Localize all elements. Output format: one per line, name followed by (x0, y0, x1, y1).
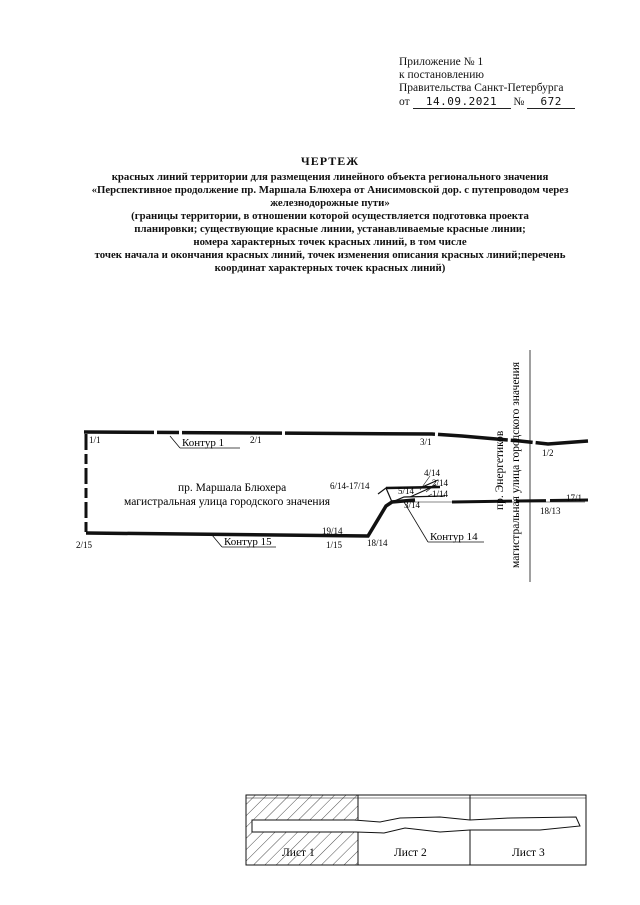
appendix-block: Приложение № 1 к постановлению Правитель… (399, 56, 599, 109)
point-label: 18/13 (540, 506, 561, 516)
title-line: планировки; существующие красные линии, … (134, 223, 526, 235)
sheet-3-label: Лист 3 (512, 847, 545, 859)
point-label: 3/1 (420, 437, 432, 447)
cross-street-description: магистральная улица городского значения (510, 361, 522, 568)
drawing-title-block: ЧЕРТЕЖ красных линий территории для разм… (40, 155, 620, 275)
resolution-number: 672 (527, 95, 576, 109)
title-line: красных линий территории для размещения … (111, 171, 549, 183)
contour-1-line (83, 430, 589, 446)
sheet-1-label: Лист 1 (282, 847, 315, 859)
point-4-14-leader (419, 475, 431, 491)
contour-15-label: Контур 15 (224, 536, 272, 548)
appendix-title: Приложение № 1 (399, 56, 484, 68)
point-label: 5/14 (398, 486, 415, 496)
point-label: 18/14 (367, 538, 388, 548)
point-label: 1/15 (326, 540, 343, 550)
drawing-heading: ЧЕРТЕЖ (300, 154, 360, 168)
number-label: № (513, 96, 525, 108)
title-line: (границы территории, в отношении которой… (131, 210, 529, 222)
cross-street-name: пр. Энергетиков (494, 430, 506, 510)
contour-14-label: Контур 14 (430, 531, 478, 543)
point-1-14-leader (427, 493, 433, 497)
contour-15-line (85, 498, 416, 538)
point-2-14-leader (425, 483, 437, 493)
title-line: координат характерных точек красных лини… (214, 262, 446, 274)
sheet-2-label: Лист 2 (394, 847, 427, 859)
point-label: 3/14 (404, 500, 421, 510)
point-label: 4/14 (424, 468, 441, 478)
contour-17-line (451, 498, 589, 504)
sheet-key-frame (245, 794, 587, 866)
appendix-to-resolution: к постановлению (399, 69, 484, 81)
point-label: 17/1 (566, 493, 582, 503)
point-label: 2/15 (76, 540, 93, 550)
contour-15-leader (211, 534, 223, 548)
contour-1-label: Контур 1 (182, 437, 224, 449)
corridor-outline (251, 816, 581, 834)
point-label: 1/2 (542, 448, 554, 458)
title-line: железнодорожные пути» (270, 197, 390, 209)
appendix-government: Правительства Санкт-Петербурга (399, 82, 564, 94)
point-label: 6/14-17/14 (330, 481, 370, 491)
title-line: точек начала и окончания красных линий, … (94, 249, 566, 261)
red-lines-drawing: Контур 1 Контур 15 Контур 14 пр. Маршала… (76, 350, 589, 582)
point-label: 1/14 (432, 489, 449, 499)
title-line: «Перспективное продолжение пр. Маршала Б… (91, 184, 569, 196)
point-label: 2/1 (250, 435, 262, 445)
point-label: 2/14 (432, 478, 449, 488)
sheet-layout-key: Лист 1 Лист 2 Лист 3 (245, 794, 587, 866)
resolution-date: 14.09.2021 (412, 95, 511, 109)
contour-14-outline (385, 485, 441, 490)
main-street-name: пр. Маршала Блюхера (178, 482, 286, 494)
title-line: номера характерных точек красных линий, … (193, 236, 467, 248)
point-label: 19/14 (322, 526, 343, 536)
point-label: 1/1 (89, 435, 101, 445)
from-label: от (399, 96, 410, 108)
main-street-description: магистральная улица городского значения (124, 496, 331, 508)
contour-14-leader (403, 501, 429, 543)
appendix-date-line: от 14.09.2021 № 672 (399, 95, 599, 109)
contour-1-leader (169, 435, 181, 449)
